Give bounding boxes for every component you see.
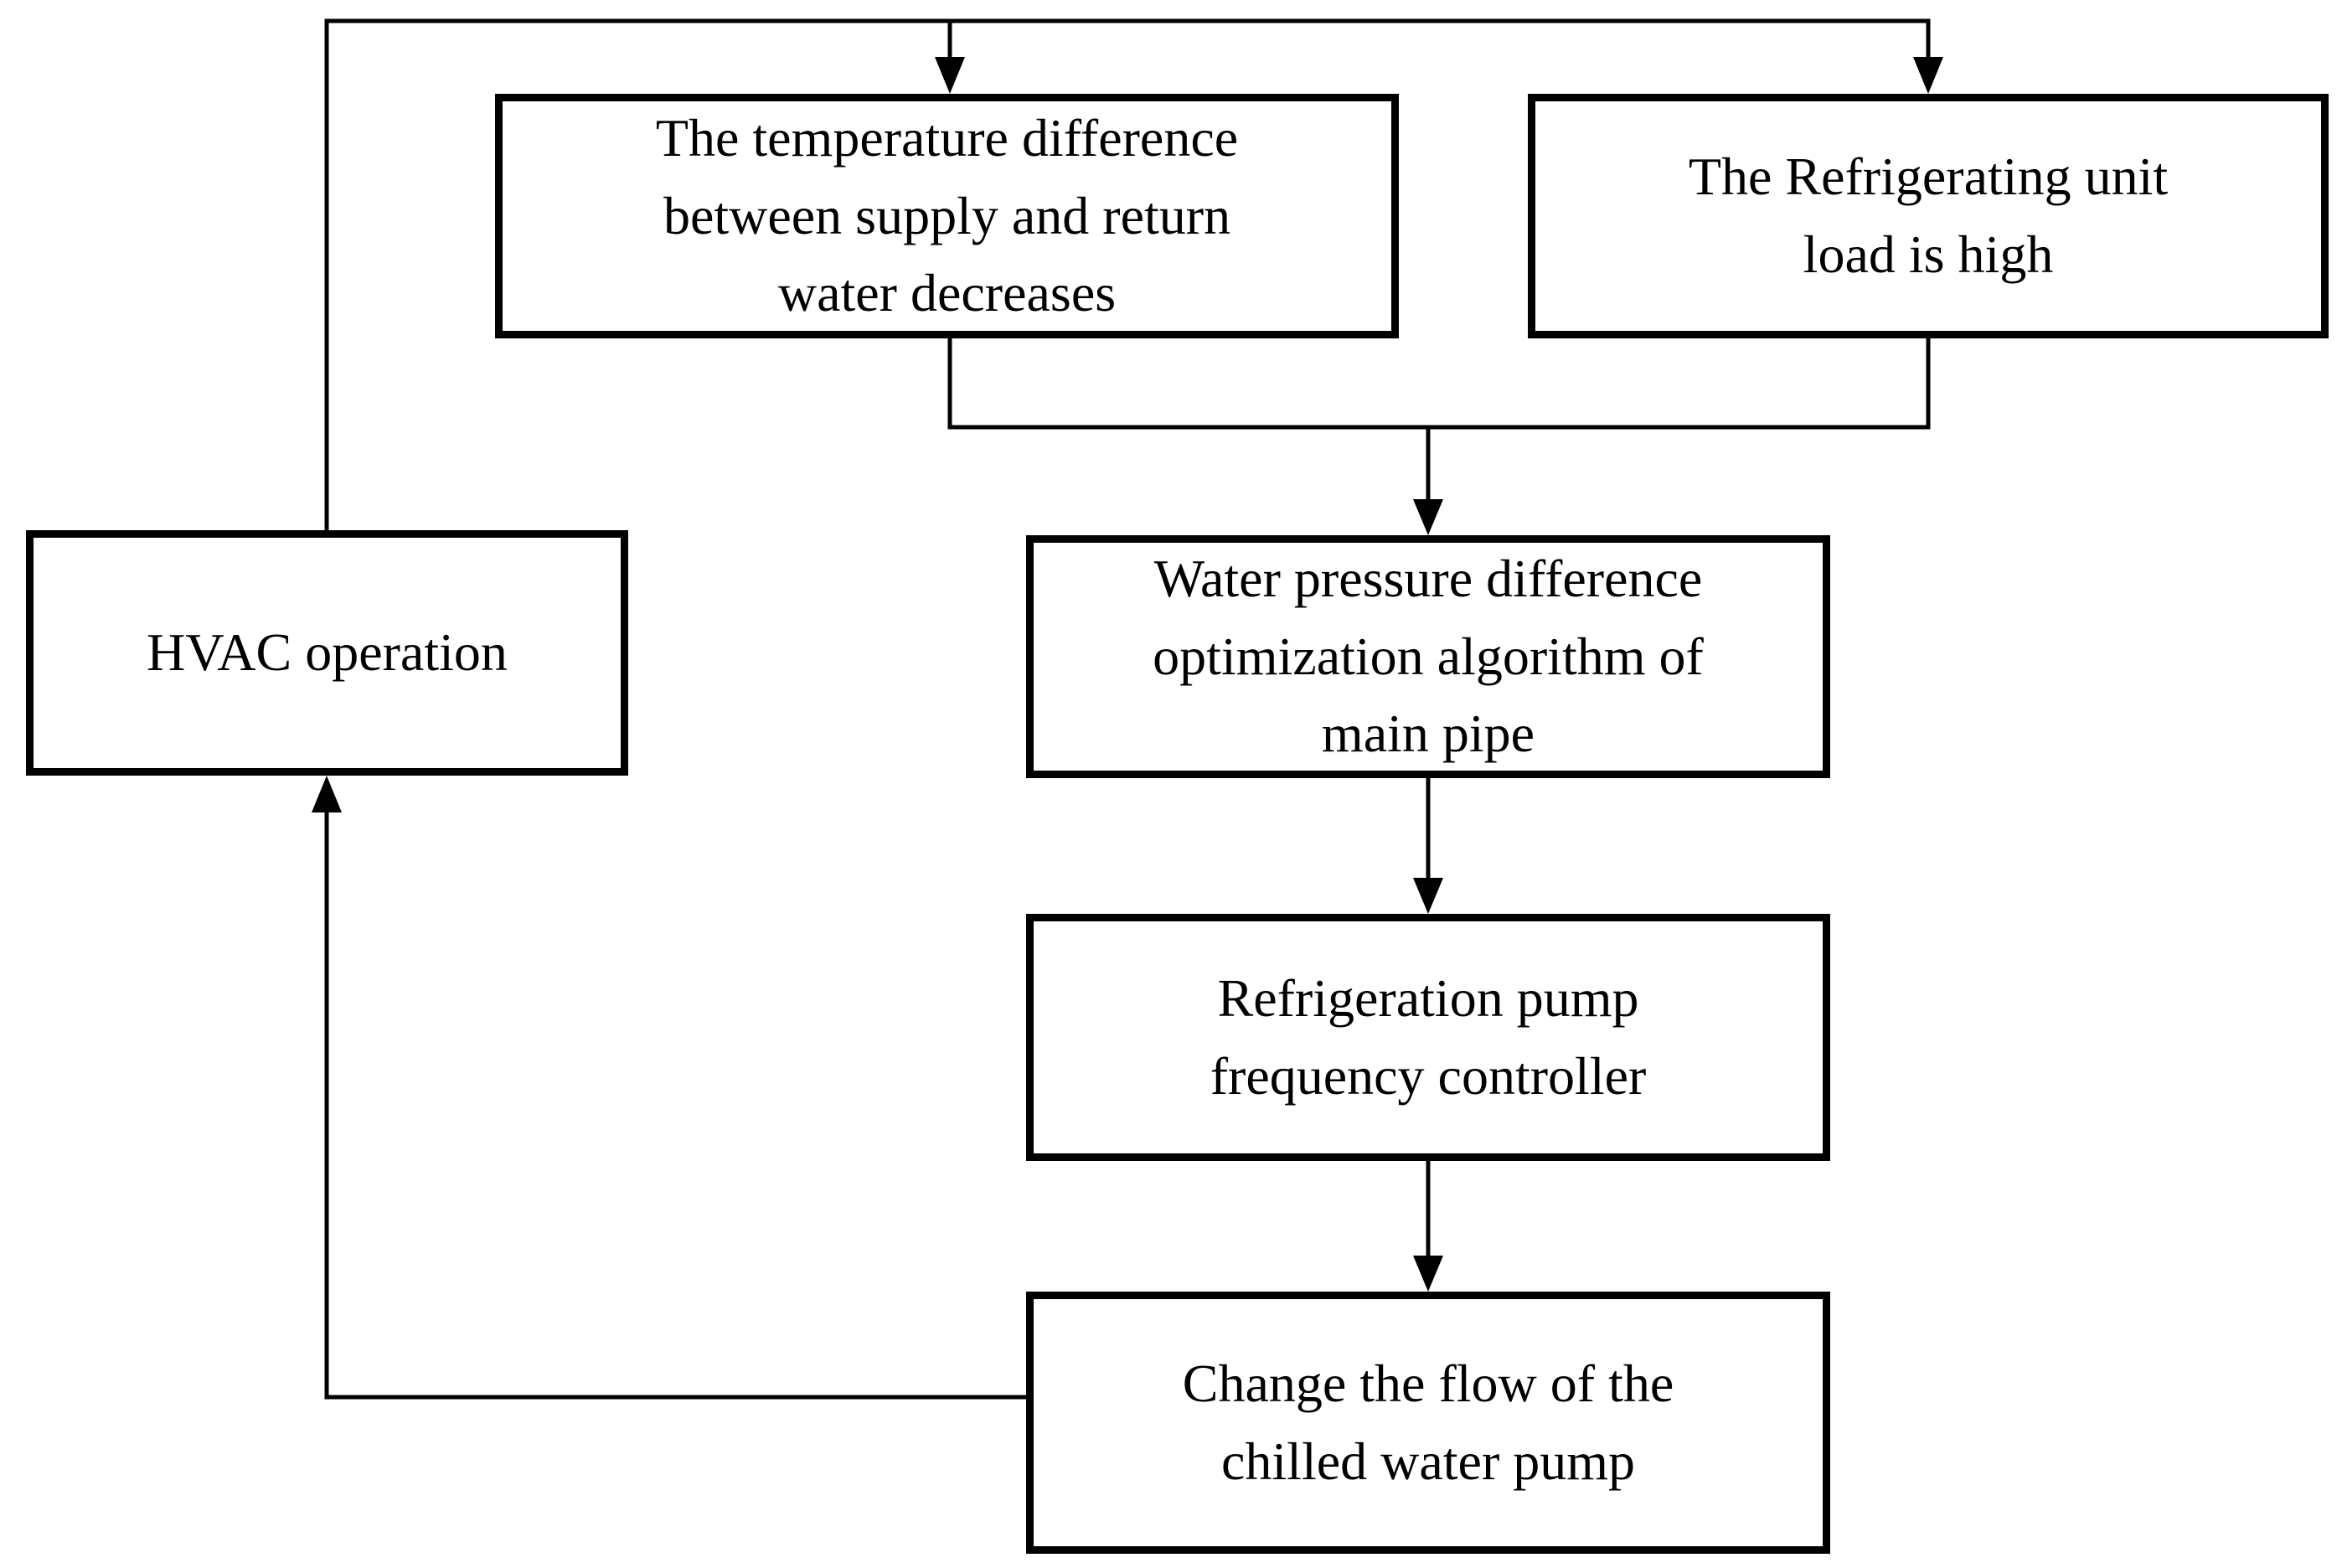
node-label-line: water decreases — [777, 263, 1117, 323]
arrowhead-into-refrigerating-box — [1913, 57, 1943, 94]
node-pressure-optimization-algorithm-label: Water pressure difference optimization a… — [1153, 540, 1704, 773]
node-temperature-difference-label: The temperature difference between suppl… — [656, 100, 1238, 333]
arrowhead-into-temp-box — [935, 57, 965, 94]
arrowhead-into-controller-box — [1413, 878, 1443, 914]
node-label-line: load is high — [1803, 224, 2054, 284]
node-label-line: HVAC operation — [147, 622, 508, 683]
node-refrigerating-unit-load: The Refrigerating unit load is high — [1528, 94, 2329, 338]
node-hvac-operation-label: HVAC operation — [147, 614, 508, 692]
node-change-chilled-water-flow: Change the flow of the chilled water pum… — [1026, 1292, 1830, 1554]
node-label-line: Change the flow of the — [1182, 1353, 1674, 1413]
connector-merge-bar — [947, 338, 1931, 430]
arrowhead-into-change-flow-box — [1413, 1256, 1443, 1292]
node-refrigerating-unit-load-label: The Refrigerating unit load is high — [1689, 138, 2168, 294]
node-pump-frequency-controller-label: Refrigeration pump frequency controller — [1210, 960, 1647, 1116]
node-label-line: optimization algorithm of — [1153, 626, 1704, 686]
node-label-line: chilled water pump — [1220, 1431, 1636, 1491]
node-label-line: between supply and return — [663, 185, 1231, 245]
node-pump-frequency-controller: Refrigeration pump frequency controller — [1026, 914, 1830, 1161]
node-pressure-optimization-algorithm: Water pressure difference optimization a… — [1026, 535, 1830, 778]
node-hvac-operation: HVAC operation — [26, 530, 628, 776]
node-label-line: Water pressure difference — [1153, 548, 1703, 608]
node-label-line: The temperature difference — [655, 107, 1239, 168]
arrowhead-into-algorithm-box — [1413, 499, 1443, 535]
node-change-chilled-water-flow-label: Change the flow of the chilled water pum… — [1183, 1345, 1674, 1501]
arrowhead-into-hvac-box — [312, 776, 342, 812]
connector-hvac-to-top-line — [324, 18, 1931, 530]
connector-feedback-to-hvac — [324, 811, 1026, 1400]
node-label-line: The Refrigerating unit — [1688, 147, 2169, 207]
node-label-line: Refrigeration pump — [1217, 967, 1639, 1028]
node-label-line: frequency controller — [1210, 1045, 1647, 1106]
node-label-line: main pipe — [1321, 704, 1535, 764]
node-temperature-difference: The temperature difference between suppl… — [495, 94, 1399, 338]
